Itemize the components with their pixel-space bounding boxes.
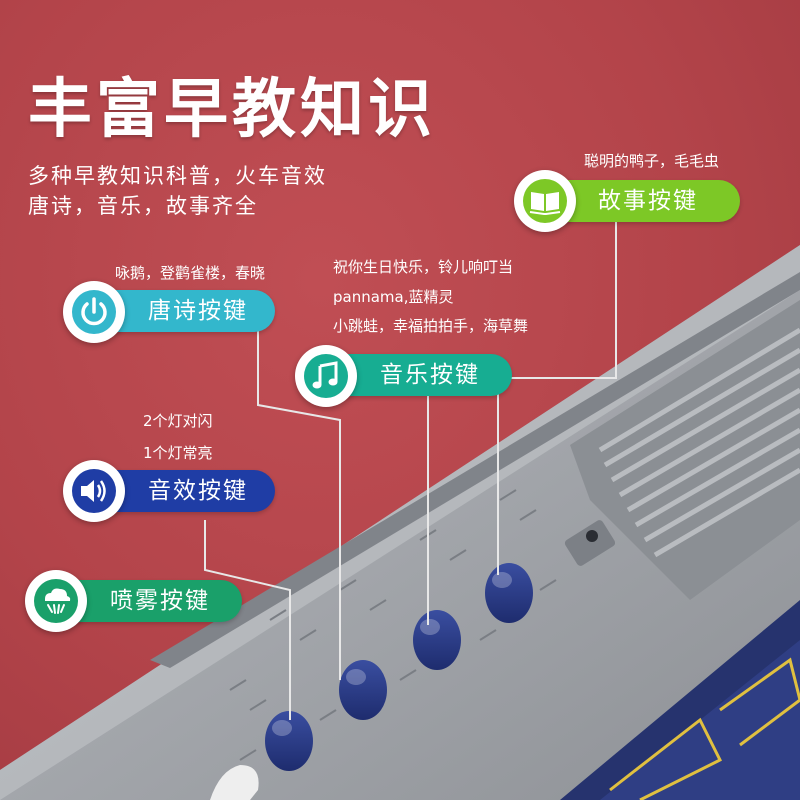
sound-button-label: 音效按键	[148, 478, 248, 504]
music-note-icon	[295, 345, 357, 407]
spray-cloud-icon	[25, 570, 87, 632]
poem-note: 咏鹅，登鹳雀楼，春晓	[115, 264, 266, 282]
sound-note-line-1: 2个灯对闪	[143, 412, 213, 430]
music-button-label: 音乐按键	[380, 362, 480, 388]
music-note-line-1: 祝你生日快乐，铃儿响叮当	[333, 258, 514, 276]
spray-button-label: 喷雾按键	[110, 588, 210, 614]
subtitle-line-1: 多种早教知识科普，火车音效	[28, 164, 327, 188]
spray-button-physical[interactable]	[265, 711, 313, 771]
power-icon	[63, 281, 125, 343]
speaker-icon	[63, 460, 125, 522]
subtitle-line-2: 唐诗，音乐，故事齐全	[28, 194, 258, 218]
poem-button-physical[interactable]	[485, 563, 533, 623]
music-note-line-2: pannama,蓝精灵	[333, 288, 454, 306]
story-button-label: 故事按键	[598, 188, 698, 214]
poem-button-label: 唐诗按键	[148, 298, 248, 324]
page-title: 丰富早教知识	[28, 73, 436, 147]
book-icon	[514, 170, 576, 232]
story-note: 聪明的鸭子，毛毛虫	[584, 152, 720, 170]
sound-button-physical[interactable]	[339, 660, 387, 720]
music-note-line-3: 小跳蛙，幸福拍拍手，海草舞	[333, 317, 529, 335]
music-button-physical[interactable]	[413, 610, 461, 670]
sound-note-line-2: 1个灯常亮	[143, 444, 213, 462]
